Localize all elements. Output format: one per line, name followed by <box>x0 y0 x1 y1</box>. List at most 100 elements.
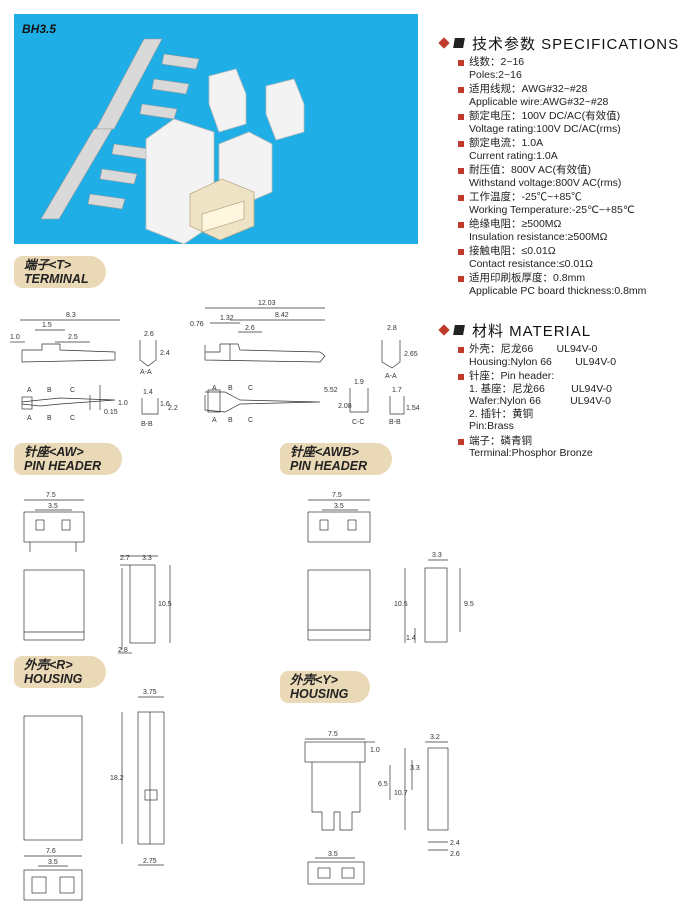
dim-label: 3.5 <box>48 503 58 510</box>
connector-photo-illustration <box>40 38 305 244</box>
dim-label: 7.5 <box>328 731 338 738</box>
spec-cn: 接触电阻：≤0.01Ω <box>469 245 556 257</box>
spec-cn: 适用线规：AWG#32~#28 <box>469 83 588 95</box>
dim-label: A <box>27 387 32 394</box>
spec-en: Contact resistance:≤0.01Ω <box>469 257 593 270</box>
dim-label: C-C <box>352 419 364 426</box>
dim-label: 9.5 <box>464 601 474 608</box>
housing-y-tag: 外壳<Y> HOUSING <box>280 671 370 703</box>
dim-label: 1.4 <box>406 635 416 642</box>
dim-label: A-A <box>140 369 152 376</box>
dim-label: 3.5 <box>48 859 58 866</box>
housing-r-tag: 外壳<R> HOUSING <box>14 656 106 688</box>
dim-label: 3.5 <box>328 851 338 858</box>
specifications-header: 技术参数 SPECIFICATIONS <box>438 32 695 54</box>
r-housing-drawing <box>23 696 165 901</box>
terminal-bb-profile <box>141 398 159 415</box>
square-bullet-icon <box>458 374 464 380</box>
square-bullet-icon <box>458 114 464 120</box>
terminal-r-bb-profile <box>389 396 405 415</box>
spec-item: 耐压值：800V AC(有效值)Withstand voltage:800V A… <box>440 164 695 189</box>
material-line: 端子：磷青铜 <box>469 434 532 447</box>
square-bullet-icon <box>458 347 464 353</box>
square-bullet-icon <box>458 87 464 93</box>
dim-label: A-A <box>385 373 397 380</box>
dim-label: A <box>212 417 217 424</box>
dim-label: 5.52 <box>324 387 338 394</box>
dim-label: 6.5 <box>378 781 388 788</box>
dim-label: 10.5 <box>394 601 408 608</box>
square-bullet-icon <box>458 222 464 228</box>
specifications-title: 技术参数 SPECIFICATIONS <box>472 35 680 53</box>
dim-label: B <box>47 415 52 422</box>
dim-label: 10.5 <box>158 601 172 608</box>
material-line: 外壳：尼龙66 UL94V-0 <box>469 343 598 355</box>
material-line: 1. 基座：尼龙66 UL94V-0 <box>469 382 612 395</box>
dim-label: 0.15 <box>104 409 118 416</box>
terminal-r-aa-profile <box>381 340 401 369</box>
dim-label: C <box>70 387 75 394</box>
dim-label: 1.5 <box>42 322 52 329</box>
pin-header-awb-tag: 针座<AWB> PIN HEADER <box>280 443 392 475</box>
spec-en: Applicable wire:AWG#32~#28 <box>469 95 609 108</box>
dim-label: 2.65 <box>404 351 418 358</box>
dim-label: 3.5 <box>334 503 344 510</box>
dim-label: 1.0 <box>10 334 20 341</box>
dim-label: 2.6 <box>450 851 460 858</box>
dim-label: C <box>70 415 75 422</box>
dim-label: B <box>228 417 233 424</box>
terminal-cc-profile <box>349 388 369 413</box>
square-bullet-icon <box>458 276 464 282</box>
square-bullet-icon <box>458 438 464 445</box>
dim-label: 8.3 <box>66 312 76 319</box>
spec-en: Current rating:1.0A <box>469 149 558 162</box>
material-line: Terminal:Phosphor Bronze <box>469 447 593 459</box>
dim-label: 3.3 <box>432 552 442 559</box>
material-line: Wafer:Nylon 66 UL94V-0 <box>469 395 612 407</box>
dim-label: 1.0 <box>370 747 380 754</box>
spec-en: Working Temperature:-25℃~+85℃ <box>469 203 635 216</box>
terminal-right-drawing <box>204 307 326 413</box>
dim-label: 2.7 <box>120 555 130 562</box>
spec-cn: 耐压值：800V AC(有效值) <box>469 164 591 176</box>
dim-label: C <box>248 417 253 424</box>
pin-header-aw-tag: 针座<AW> PIN HEADER <box>14 443 122 475</box>
dim-label: 1.6 <box>160 401 170 408</box>
square-bullet-icon <box>458 195 464 201</box>
terminal-aa-profile <box>139 340 157 367</box>
spec-en: Voltage rating:100V DC/AC(rms) <box>469 122 621 135</box>
spec-cn: 工作温度：-25℃~+85℃ <box>469 191 582 203</box>
dim-label: 2.75 <box>143 858 157 865</box>
dim-label: A <box>212 385 217 392</box>
series-label: BH3.5 <box>22 22 57 36</box>
terminal-tag: 端子<T> TERMINAL <box>14 256 106 288</box>
terminal-left-drawing <box>10 319 120 410</box>
square-bullet-icon <box>458 141 464 147</box>
material-line: Pin:Brass <box>469 420 514 432</box>
spec-cn: 线数：2~16 <box>469 56 525 68</box>
dim-label: 2.6 <box>245 325 255 332</box>
dim-label: 2.4 <box>160 350 170 357</box>
dim-label: B <box>228 385 233 392</box>
material-title: 材料 MATERIAL <box>472 322 592 340</box>
spec-cn: 额定电流：1.0A <box>469 137 544 149</box>
spec-cn: 适用印刷板厚度：0.8mm <box>469 272 586 284</box>
square-bullet-icon <box>458 60 464 66</box>
spec-en: Applicable PC board thickness:0.8mm <box>469 284 647 297</box>
dim-label: 1.54 <box>406 405 420 412</box>
material-line: Housing:Nylon 66 UL94V-0 <box>469 355 617 368</box>
awb-pin-header-drawing <box>307 499 461 643</box>
dim-label: 12.03 <box>258 300 276 307</box>
dim-label: 1.0 <box>118 400 128 407</box>
dim-label: 2.4 <box>450 840 460 847</box>
dim-label: 2.6 <box>144 331 154 338</box>
